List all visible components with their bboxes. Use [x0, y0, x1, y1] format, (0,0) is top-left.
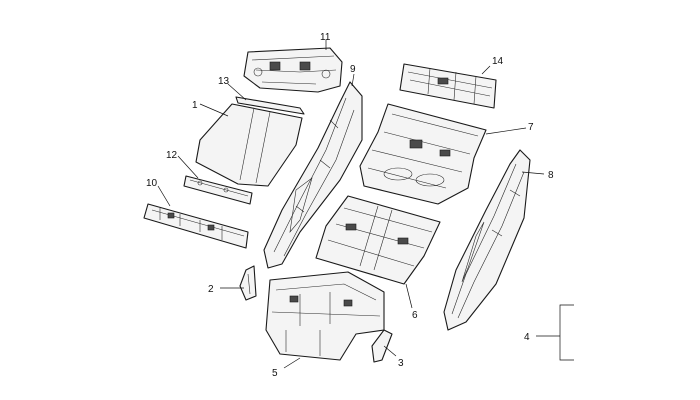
- callout-13: 13: [218, 76, 230, 87]
- part-6-front-floor: [315, 195, 441, 285]
- part-4-group-bracket: [536, 304, 574, 361]
- leader-lines: [157, 40, 545, 369]
- callout-6: 6: [412, 310, 418, 321]
- part-9-left-body-side: [263, 81, 363, 269]
- part-14-rear-crossmember: [399, 63, 497, 109]
- callout-8: 8: [548, 170, 554, 181]
- callout-14: 14: [492, 56, 504, 67]
- part-7-rear-floor: [359, 103, 487, 205]
- callout-11: 11: [320, 32, 331, 43]
- callout-7: 7: [528, 122, 534, 133]
- part-12-front-header: [183, 175, 253, 205]
- part-2-left-bracket: [239, 265, 257, 301]
- callout-10: 10: [146, 178, 158, 189]
- part-13-roof-strip: [235, 96, 305, 115]
- callouts: 11 13 1 12 10 9 14 7 8 6 2 3 5 4: [146, 32, 554, 379]
- part-11-rear-top-panel: [243, 47, 343, 93]
- part-3-right-bracket: [371, 329, 393, 363]
- callout-12: 12: [166, 150, 178, 161]
- part-1-roof-panel: [195, 103, 303, 187]
- callout-9: 9: [350, 64, 356, 75]
- callout-4: 4: [524, 332, 530, 343]
- callout-3: 3: [398, 358, 404, 369]
- part-10-front-crossmember: [143, 203, 249, 249]
- callout-2: 2: [208, 284, 214, 295]
- callout-5: 5: [272, 368, 278, 379]
- part-8-right-body-side: [443, 149, 531, 331]
- callout-1: 1: [192, 100, 198, 111]
- part-5-front-end-structure: [265, 271, 385, 361]
